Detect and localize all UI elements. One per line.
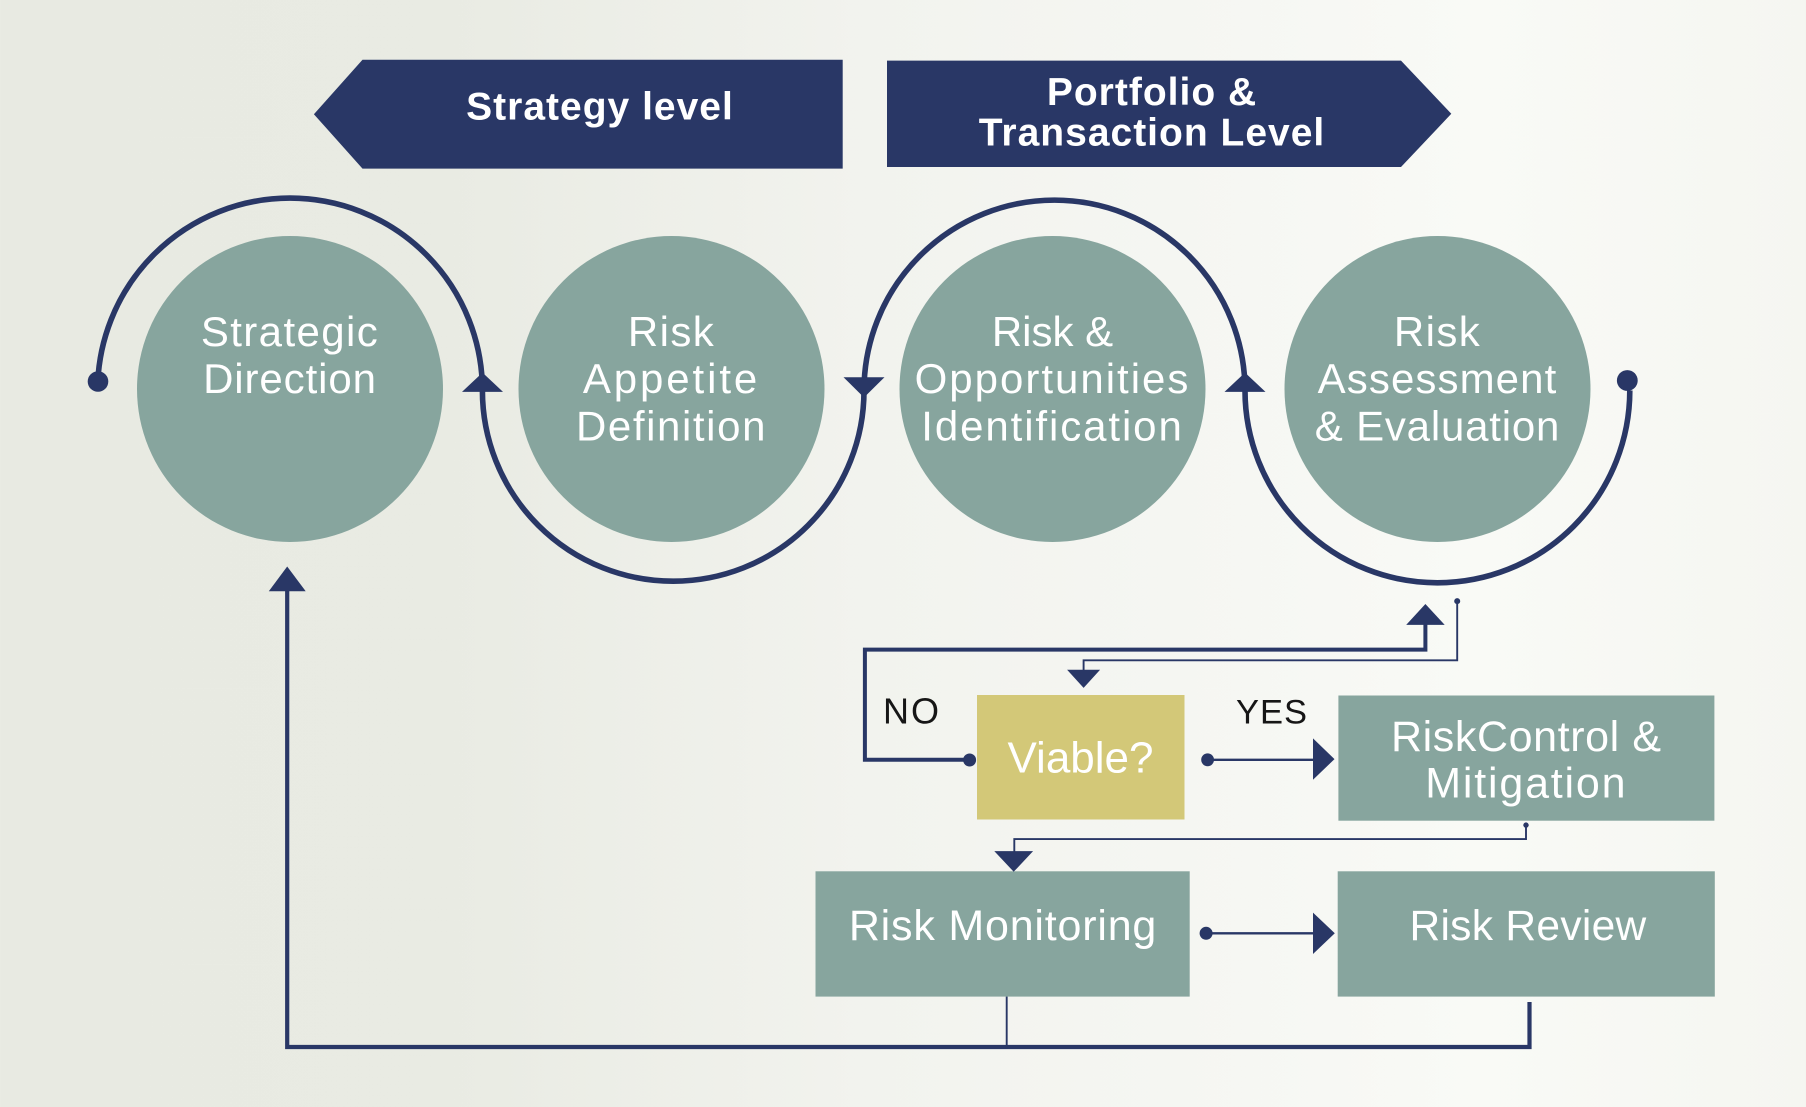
svg-text:Risk &: Risk & — [992, 308, 1113, 355]
svg-text:Risk: Risk — [628, 308, 715, 355]
svg-text:Identification: Identification — [921, 402, 1183, 449]
svg-text:Viable?: Viable? — [1008, 734, 1154, 783]
svg-text:Strategy level: Strategy level — [466, 85, 734, 128]
svg-text:Risk Review: Risk Review — [1409, 903, 1646, 950]
svg-text:Definition: Definition — [576, 402, 767, 449]
svg-text:Transaction Level: Transaction Level — [979, 112, 1325, 155]
svg-text:Risk: Risk — [1394, 308, 1481, 355]
svg-text:Risk Monitoring: Risk Monitoring — [849, 902, 1157, 950]
svg-text:Strategic: Strategic — [201, 308, 379, 355]
svg-text:RiskControl &: RiskControl & — [1391, 713, 1662, 761]
svg-text:Appetite: Appetite — [583, 355, 760, 402]
svg-text:YES: YES — [1236, 693, 1308, 731]
svg-text:& Evaluation: & Evaluation — [1315, 402, 1560, 449]
svg-text:Portfolio &: Portfolio & — [1047, 71, 1257, 114]
svg-text:Assessment: Assessment — [1318, 355, 1558, 402]
svg-text:Opportunities: Opportunities — [915, 355, 1191, 402]
svg-text:Direction: Direction — [203, 355, 377, 402]
svg-text:Mitigation: Mitigation — [1425, 759, 1627, 807]
svg-text:NO: NO — [883, 690, 941, 731]
